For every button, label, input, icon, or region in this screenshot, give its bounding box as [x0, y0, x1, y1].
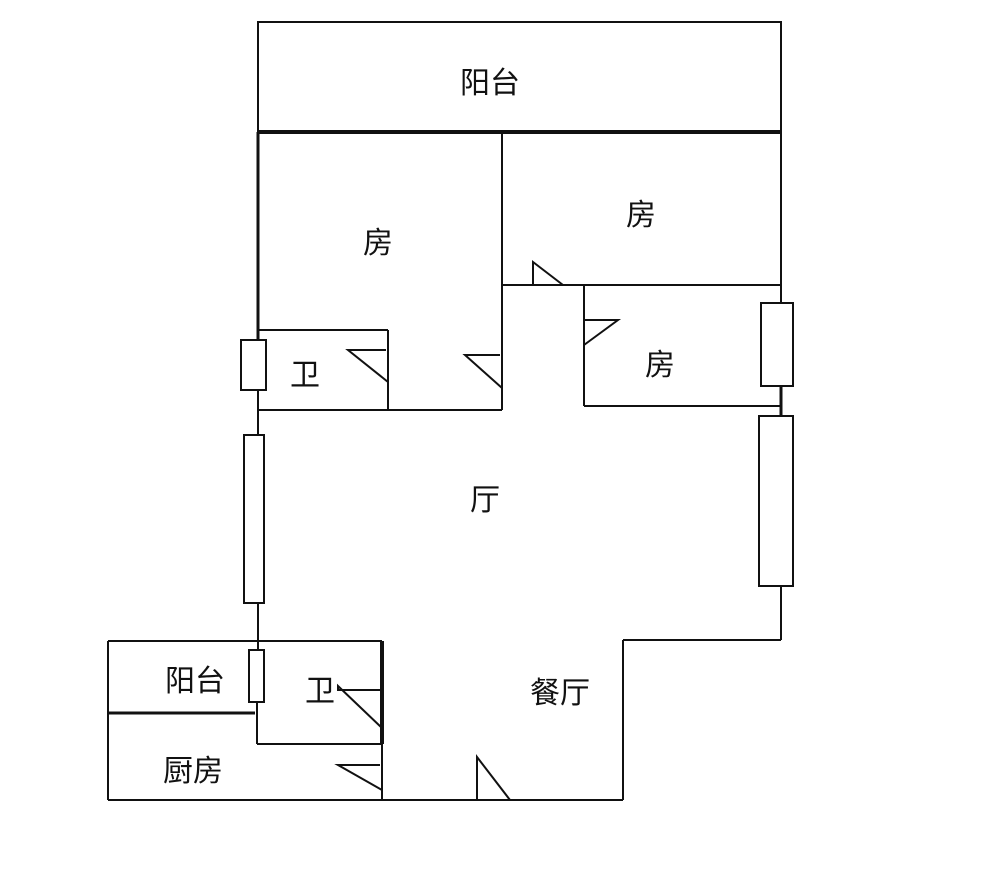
label-balcony-top: 阳台	[460, 66, 520, 101]
window-right-2	[758, 415, 794, 587]
window-right-1	[760, 302, 794, 387]
label-kitchen: 厨房	[163, 754, 223, 789]
label-living-room: 厅	[470, 483, 500, 518]
label-dining-room: 餐厅	[530, 676, 590, 711]
label-bathroom-1: 卫	[290, 358, 320, 393]
door-bath1	[345, 349, 389, 383]
door-bedroom3	[583, 319, 622, 346]
label-bedroom-3: 房	[645, 348, 675, 383]
door-bedroom2	[532, 259, 564, 286]
door-bath2	[337, 683, 383, 729]
window-left-1	[240, 339, 267, 391]
label-bathroom-2: 卫	[305, 674, 335, 709]
label-bedroom-1: 房	[363, 226, 393, 261]
door-dining	[476, 754, 511, 801]
window-left-3	[248, 649, 265, 703]
door-bedroom1	[462, 354, 503, 389]
door-kitchen	[334, 764, 383, 791]
label-bedroom-2: 房	[626, 198, 656, 233]
window-left-2	[243, 434, 265, 604]
label-balcony-bottom: 阳台	[165, 664, 225, 699]
